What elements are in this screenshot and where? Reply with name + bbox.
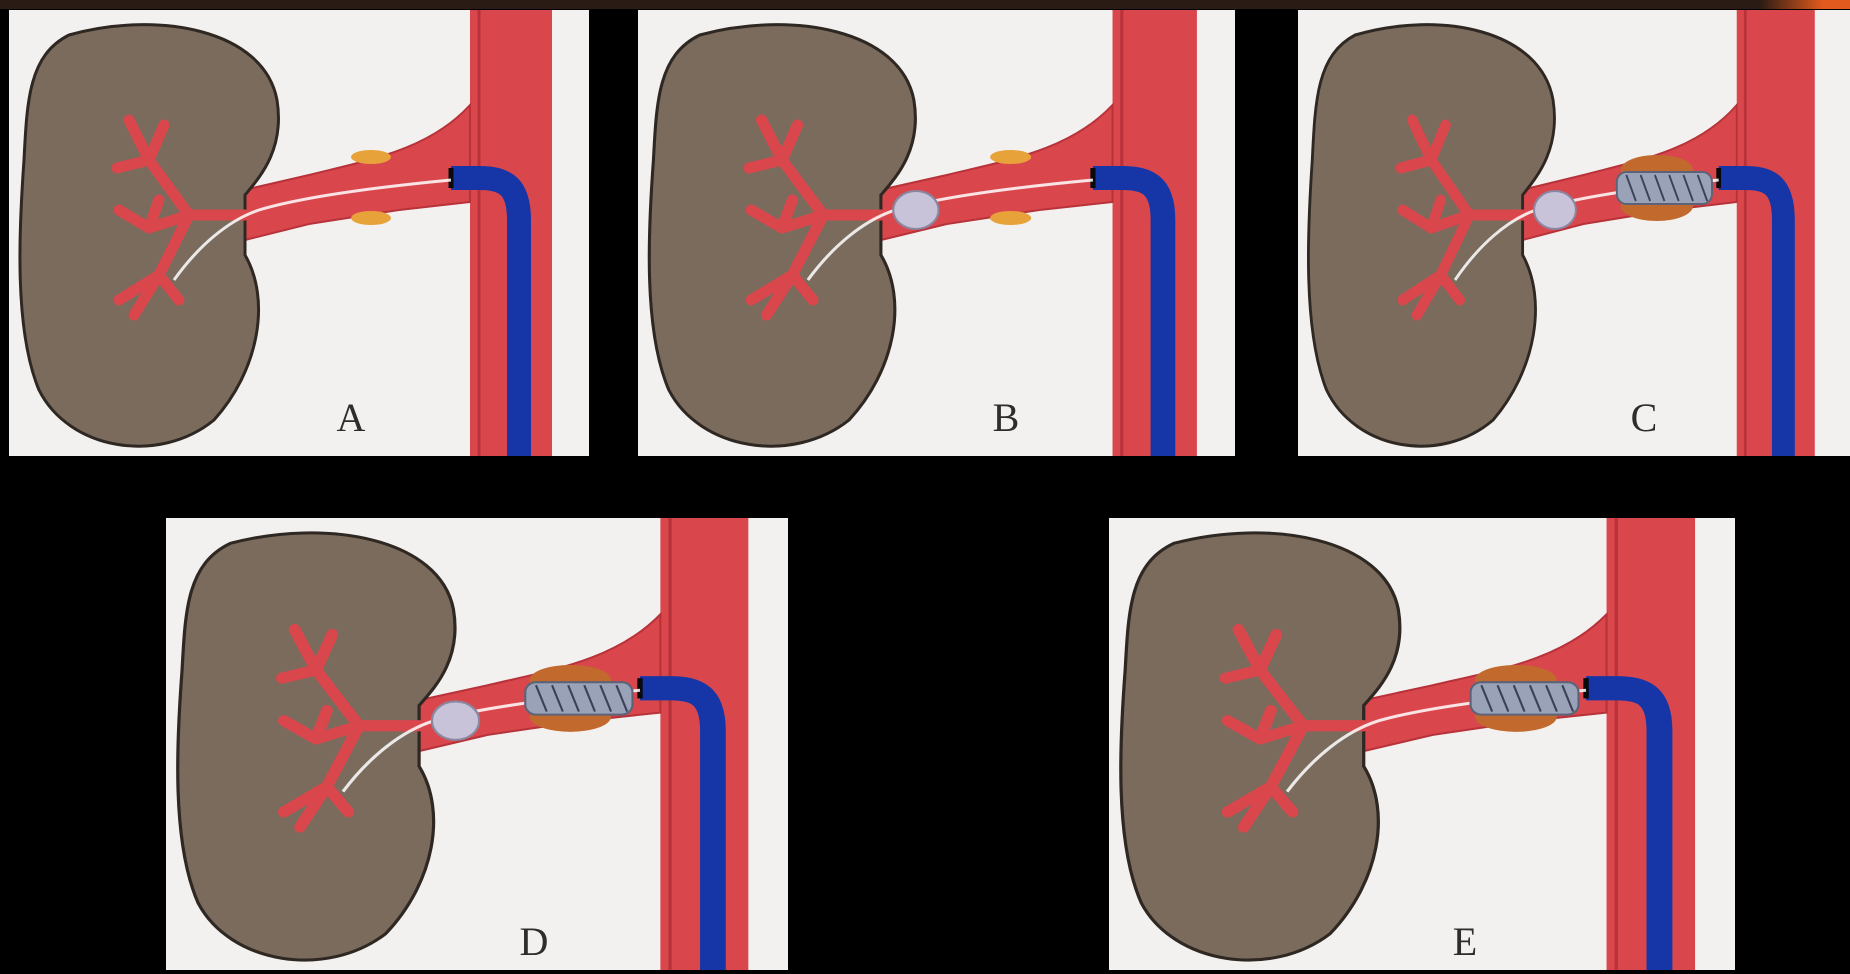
panel-label-b: B: [993, 398, 1020, 438]
kidney: [20, 25, 279, 446]
protection-balloon: [432, 701, 479, 740]
illustration-group: [20, 10, 552, 456]
plaque-top: [351, 150, 391, 164]
top-strip: [0, 0, 1850, 9]
kidney: [1121, 533, 1400, 960]
panel-c: C: [1298, 10, 1850, 456]
plaque-bottom: [351, 211, 391, 225]
plaque-top: [990, 150, 1031, 164]
illustration-d: [166, 518, 788, 970]
panel-label-d: D: [520, 922, 549, 962]
illustration-group: [1308, 10, 1814, 456]
panel-d: D: [166, 518, 788, 970]
plaque-bottom: [990, 211, 1031, 225]
panel-b: B: [638, 10, 1235, 456]
kidney: [178, 533, 455, 960]
protection-balloon: [1534, 191, 1576, 229]
panel-e: E: [1109, 518, 1735, 970]
kidney: [649, 25, 915, 446]
panel-label-c: C: [1631, 398, 1658, 438]
protection-balloon: [893, 191, 938, 229]
illustration-group: [649, 10, 1197, 456]
panel-label-e: E: [1453, 922, 1477, 962]
illustration-e: [1109, 518, 1735, 970]
kidney: [1308, 25, 1554, 446]
illustration-c: [1298, 10, 1850, 456]
corner-accent: [1760, 0, 1850, 9]
illustration-a: [9, 10, 589, 456]
illustration-group: [1121, 518, 1695, 970]
panel-a: A: [9, 10, 589, 456]
illustration-group: [178, 518, 749, 970]
illustration-b: [638, 10, 1235, 456]
panel-label-a: A: [337, 398, 366, 438]
